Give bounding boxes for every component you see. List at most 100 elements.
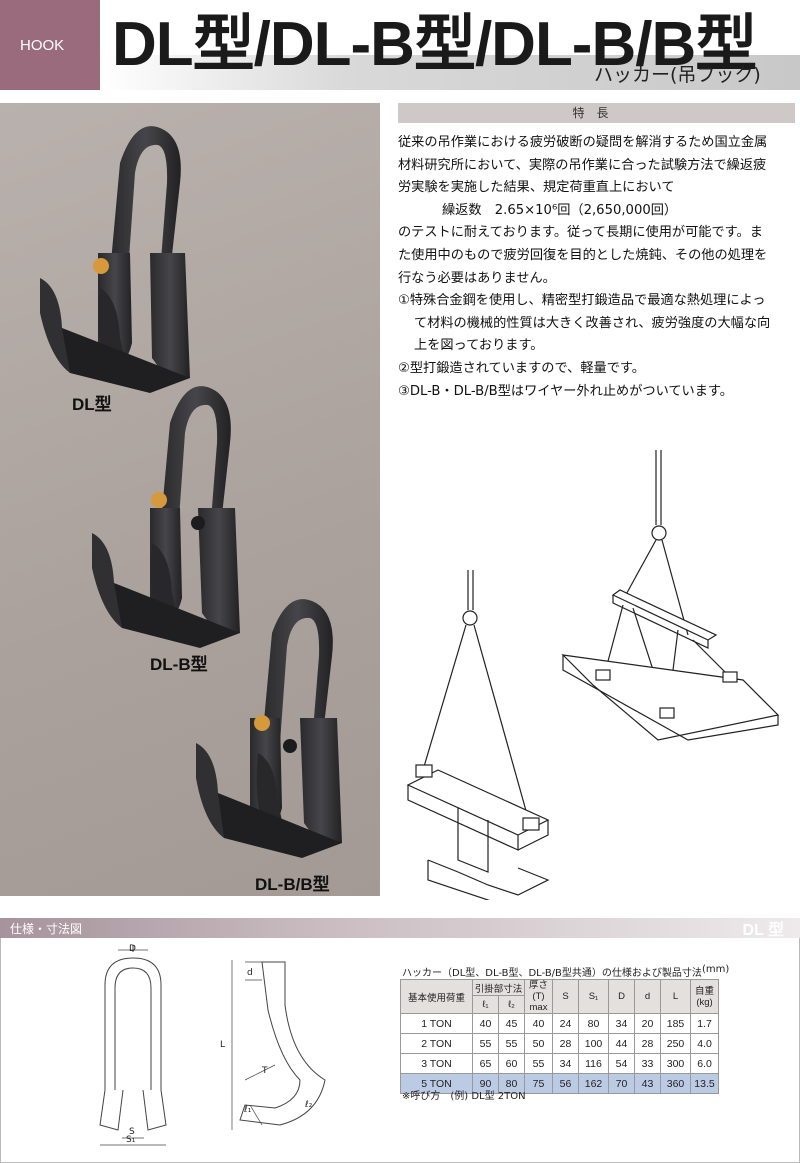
col-L: L (660, 979, 691, 1014)
cell-l2: 80 (498, 1073, 525, 1094)
cell-L: 360 (660, 1073, 691, 1094)
cell-d: 20 (634, 1013, 661, 1034)
cell-S: 34 (552, 1053, 579, 1074)
cell-L: 185 (660, 1013, 691, 1034)
features-heading: 特長 (398, 103, 795, 123)
feature-line: のテストに耐えております。従って長期に使用が可能です。ま (398, 225, 763, 241)
cell-thick: 50 (524, 1033, 553, 1054)
col-hook-dims: 引掛部寸法 (472, 978, 525, 997)
table-row: 1 TON 40 45 40 24 80 34 20 185 1.7 (400, 1013, 719, 1034)
cell-l2: 60 (498, 1053, 525, 1074)
feature-line: 材料研究所において、実際の吊作業に合った試験方法で繰返疲 (398, 157, 767, 173)
specs-title: 仕様・寸法図 (10, 922, 83, 936)
col-thick: 厚さ(T) max (524, 979, 553, 1014)
table-caption: ハッカー（DL型、DL-B型、DL-B/B型共通）の仕様および製品寸法 (mm) (402, 964, 729, 979)
plate-lift-drawing (561, 450, 780, 741)
col-D: D (608, 979, 635, 1014)
feature-line: て材料の機械的性質は大きく改善され、疲労強度の大幅な向 (414, 315, 771, 331)
category-tab: HOOK (0, 0, 100, 90)
i-beam-lift-drawing (406, 570, 550, 900)
cell-weight: 4.0 (690, 1033, 719, 1054)
cell-l1: 55 (472, 1033, 499, 1054)
table-row: 2 TON 55 55 50 28 100 44 28 250 4.0 (400, 1033, 719, 1054)
cell-D: 54 (608, 1053, 635, 1074)
cell-l2: 45 (498, 1013, 525, 1034)
col-l2: ℓ₂ (498, 995, 525, 1014)
feature-line: 繰返数 2.65×10⁶回（2,650,000回） (442, 202, 678, 218)
page-title: DL型/DL-B型/DL-B/B型 (112, 10, 757, 79)
cell-weight: 13.5 (690, 1073, 719, 1094)
naming-note: ※呼び方 (例) DL型 2TON (402, 1091, 526, 1102)
cell-D: 70 (608, 1073, 635, 1094)
spec-table: 基本使用荷重 引掛部寸法 厚さ(T) max S S₁ D d L 自重 (kg… (400, 978, 719, 1094)
cell-l1: 90 (472, 1073, 499, 1094)
cell-l1: 65 (472, 1053, 499, 1074)
dim-label-S1: S₁ (126, 1135, 136, 1145)
cell-load: 3 TON (400, 1053, 473, 1074)
cell-l1: 40 (472, 1013, 499, 1034)
col-S: S (552, 979, 579, 1014)
cell-thick: 75 (524, 1073, 553, 1094)
feature-line: 労実験を実施した結果、規定荷重直上において (398, 180, 675, 196)
dim-label-l1: ℓ₁ (244, 1105, 252, 1115)
hook-dlbb-photo (196, 599, 342, 858)
cell-S1: 162 (578, 1073, 609, 1094)
hook-dlb-photo (92, 386, 240, 648)
table-row: 3 TON 65 60 55 34 116 54 33 300 6.0 (400, 1053, 719, 1074)
hook-dl-photo (40, 126, 190, 393)
front-view-drawing (99, 945, 167, 1146)
cell-S: 24 (552, 1013, 579, 1034)
feature-line: た使用中のもので疲労回復を目的とした焼鈍、その他の処理を (398, 247, 768, 263)
col-S1: S₁ (578, 979, 609, 1014)
cell-L: 300 (660, 1053, 691, 1074)
cell-S1: 116 (578, 1053, 609, 1074)
table-unit: (mm) (702, 964, 730, 975)
usage-illustration (406, 450, 780, 900)
col-d: d (634, 979, 661, 1014)
cell-d: 28 (634, 1033, 661, 1054)
label-dlbb: DL-B/B型 (255, 875, 330, 894)
page-subtitle: ハッカー(吊フック) (594, 64, 761, 86)
features-text: 従来の吊作業における疲労破断の疑問を解消するため国立金属 材料研究所において、実… (398, 132, 798, 403)
cell-D: 34 (608, 1013, 635, 1034)
specs-model: DL 型 (742, 922, 785, 939)
feature-line: ①特殊合金鋼を使用し、精密型打鍛造品で最適な熱処理によっ (398, 293, 766, 309)
table-caption-text: ハッカー（DL型、DL-B型、DL-B/B型共通）の仕様および製品寸法 (402, 968, 702, 979)
cell-S1: 100 (578, 1033, 609, 1054)
cell-d: 33 (634, 1053, 661, 1074)
cell-load: 2 TON (400, 1033, 473, 1054)
cell-load: 5 TON (400, 1073, 473, 1094)
category-label: HOOK (20, 36, 65, 54)
feature-line: 上を図っております。 (414, 338, 544, 354)
dim-label-S: S (129, 1127, 135, 1137)
specs-bar (0, 918, 800, 938)
cell-S1: 80 (578, 1013, 609, 1034)
side-view-drawing (231, 960, 326, 1130)
label-dl: DL型 (72, 395, 112, 414)
cell-load: 1 TON (400, 1013, 473, 1034)
title-bar (100, 55, 800, 90)
cell-S: 56 (552, 1073, 579, 1094)
feature-line: 行なう必要はありません。 (398, 270, 556, 286)
dimension-drawings (99, 945, 326, 1146)
cell-L: 250 (660, 1033, 691, 1054)
dim-label-l2: ℓ₂ (305, 1100, 313, 1110)
cell-thick: 55 (524, 1053, 553, 1074)
feature-line: ②型打鍛造されていますので、軽量です。 (398, 360, 645, 376)
dim-label-d: d (247, 968, 253, 978)
dim-label-T: T (262, 1066, 268, 1076)
cell-D: 44 (608, 1033, 635, 1054)
cell-weight: 6.0 (690, 1053, 719, 1074)
dim-label-D: D (129, 944, 136, 954)
feature-line: ③DL-B・DL-B/B型はワイヤー外れ止めがついています。 (398, 383, 733, 399)
cell-d: 43 (634, 1073, 661, 1094)
label-dlb: DL-B型 (150, 655, 208, 674)
cell-S: 28 (552, 1033, 579, 1054)
table-row: 5 TON 90 80 75 56 162 70 43 360 13.5 (400, 1073, 719, 1094)
feature-line: 従来の吊作業における疲労破断の疑問を解消するため国立金属 (398, 135, 768, 150)
cell-thick: 40 (524, 1013, 553, 1034)
cell-weight: 1.7 (690, 1013, 719, 1034)
col-weight: 自重 (kg) (690, 979, 719, 1014)
product-photos (40, 126, 342, 858)
col-load: 基本使用荷重 (400, 979, 473, 1014)
